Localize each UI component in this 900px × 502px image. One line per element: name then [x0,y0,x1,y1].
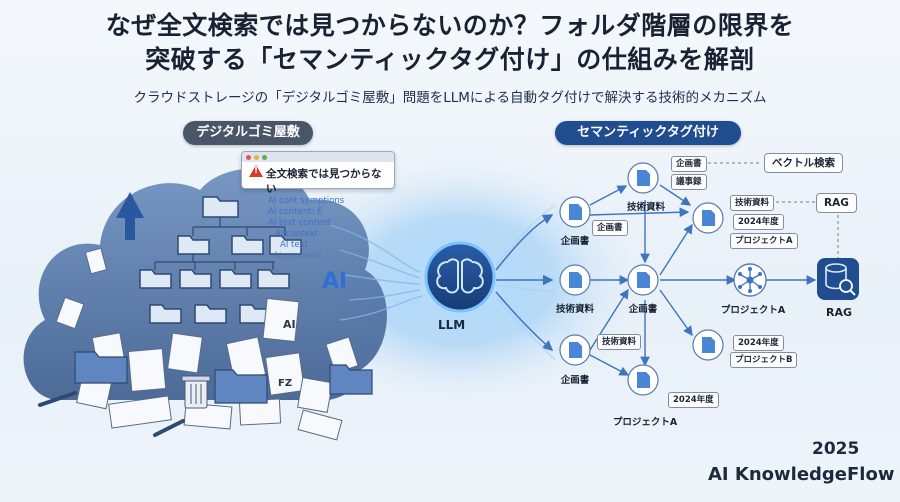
llm-brain [424,241,496,313]
page-subtitle: クラウドストレージの「デジタルゴミ屋敷」問題をLLMによる自動タグ付けで解決する… [133,90,767,106]
ai-badge: AI [322,269,348,294]
ai-stream-text: AI text [280,240,308,250]
tag: プロジェクトA [730,233,798,249]
node-label: 企画書 [560,236,590,247]
section-label-digital-trash: デジタルゴミ屋敷 [183,121,313,145]
tag-vector-search: ベクトル検索 [764,153,843,173]
document-mark: AI [283,318,296,331]
document-mark: FZ [278,378,293,389]
rag-database-icon [817,258,859,300]
trash-can-icon [181,375,211,409]
graph-edges [589,184,817,376]
node-label: 技術資料 [555,304,594,315]
section-label-semantic-tagging: セマンティックタグ付け [555,121,741,145]
tag-rag: RAG [816,193,857,213]
tag: 企画書 [592,220,628,236]
ai-stream-text: AI context [275,229,319,239]
tag: 企画書 [671,156,707,172]
tag: 技術資料 [730,195,775,211]
llm-label: LLM [438,318,466,332]
window-close-dot [246,154,251,160]
ai-stream-text: AI text content [268,218,332,228]
search-error-message: 全文検索では見つからない [266,168,382,195]
node-label: 技術資料 [626,202,665,213]
warning-icon [249,165,263,177]
brand-logo-text: AI KnowledgeFlow [708,464,895,485]
ai-stream-text: AI content: E [268,207,323,217]
tag: 技術資料 [597,334,642,350]
window-titlebar [242,152,394,162]
node-label: プロジェクトA [720,305,786,316]
node-label: プロジェクトA [612,417,678,428]
file-icons [569,170,715,388]
tag: 2024年度 [733,214,784,230]
cloud-storage-illustration [23,168,387,441]
window-minimize-dot [254,154,259,160]
tag: 2024年度 [733,335,784,351]
project-hub-icon [733,263,767,297]
ai-stream-text: AI cont symptions [268,196,345,206]
page-title-line2: 突破する「セマンティックタグ付け」の仕組みを解剖 [145,45,755,74]
search-error-popup: 全文検索では見つからない [241,151,395,195]
tag: 2024年度 [668,392,719,408]
page-title-line1: なぜ全文検索では見つからないのか？フォルダ階層の限界を [105,11,795,40]
node-label: 企画書 [628,304,658,315]
window-maximize-dot [262,154,267,160]
rag-label: RAG [826,306,853,319]
llm-output-arrows [495,214,554,351]
ai-stream-text: AI semantic [273,251,323,261]
footer-year: 2025 [812,439,860,459]
node-label: 企画書 [560,375,590,386]
tag: プロジェクトB [730,352,798,368]
tag: 議事録 [671,174,707,190]
data-stream [329,224,423,321]
